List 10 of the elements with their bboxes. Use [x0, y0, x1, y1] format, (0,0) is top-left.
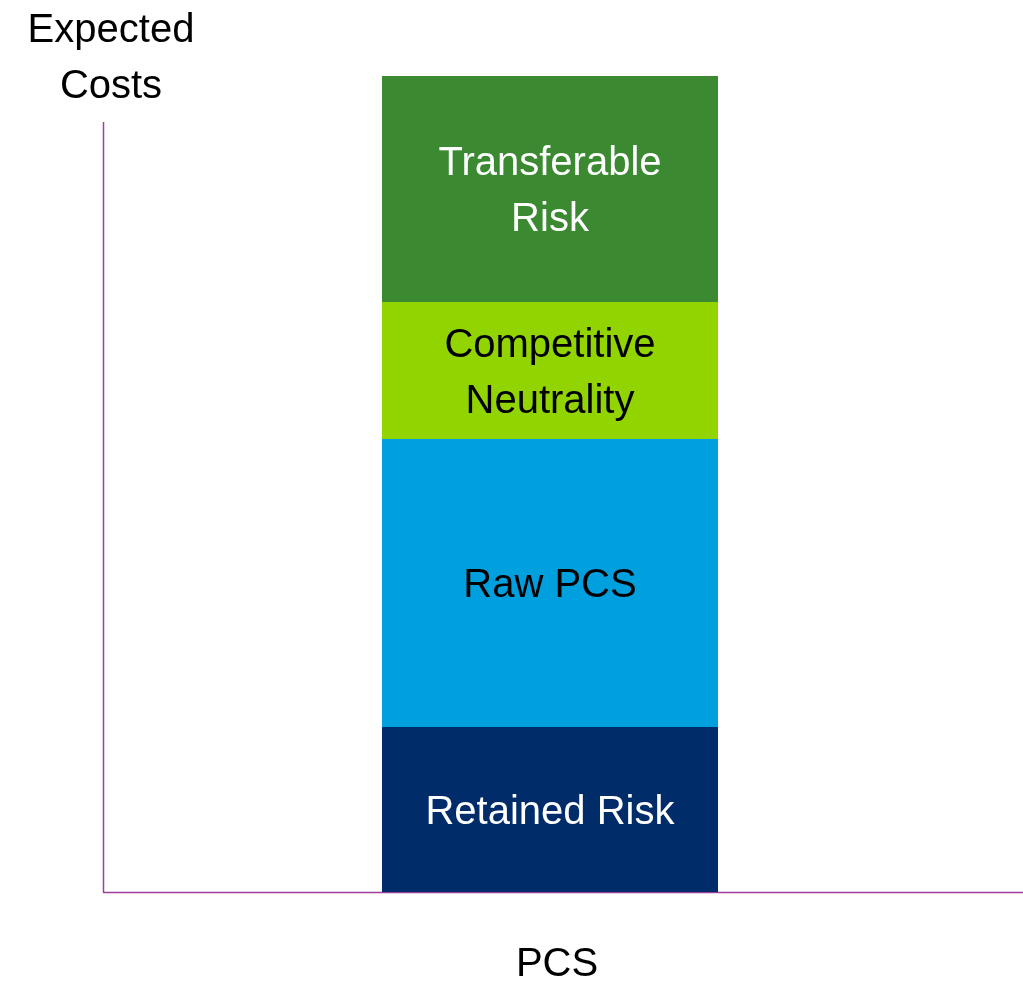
- segment-label: Retained Risk: [424, 786, 676, 834]
- bar-segment: [382, 439, 718, 727]
- segment-label: Raw PCS: [462, 560, 638, 607]
- bar-segment: [382, 727, 718, 892]
- axis-title: PCS: [514, 939, 600, 985]
- bar-segment: [382, 302, 718, 439]
- bar-segment: [382, 76, 718, 302]
- segment-label: Competitive Neutrality: [443, 319, 657, 423]
- segment-label: Transferable Risk: [437, 138, 663, 241]
- axis-title: Expected Costs: [26, 5, 196, 108]
